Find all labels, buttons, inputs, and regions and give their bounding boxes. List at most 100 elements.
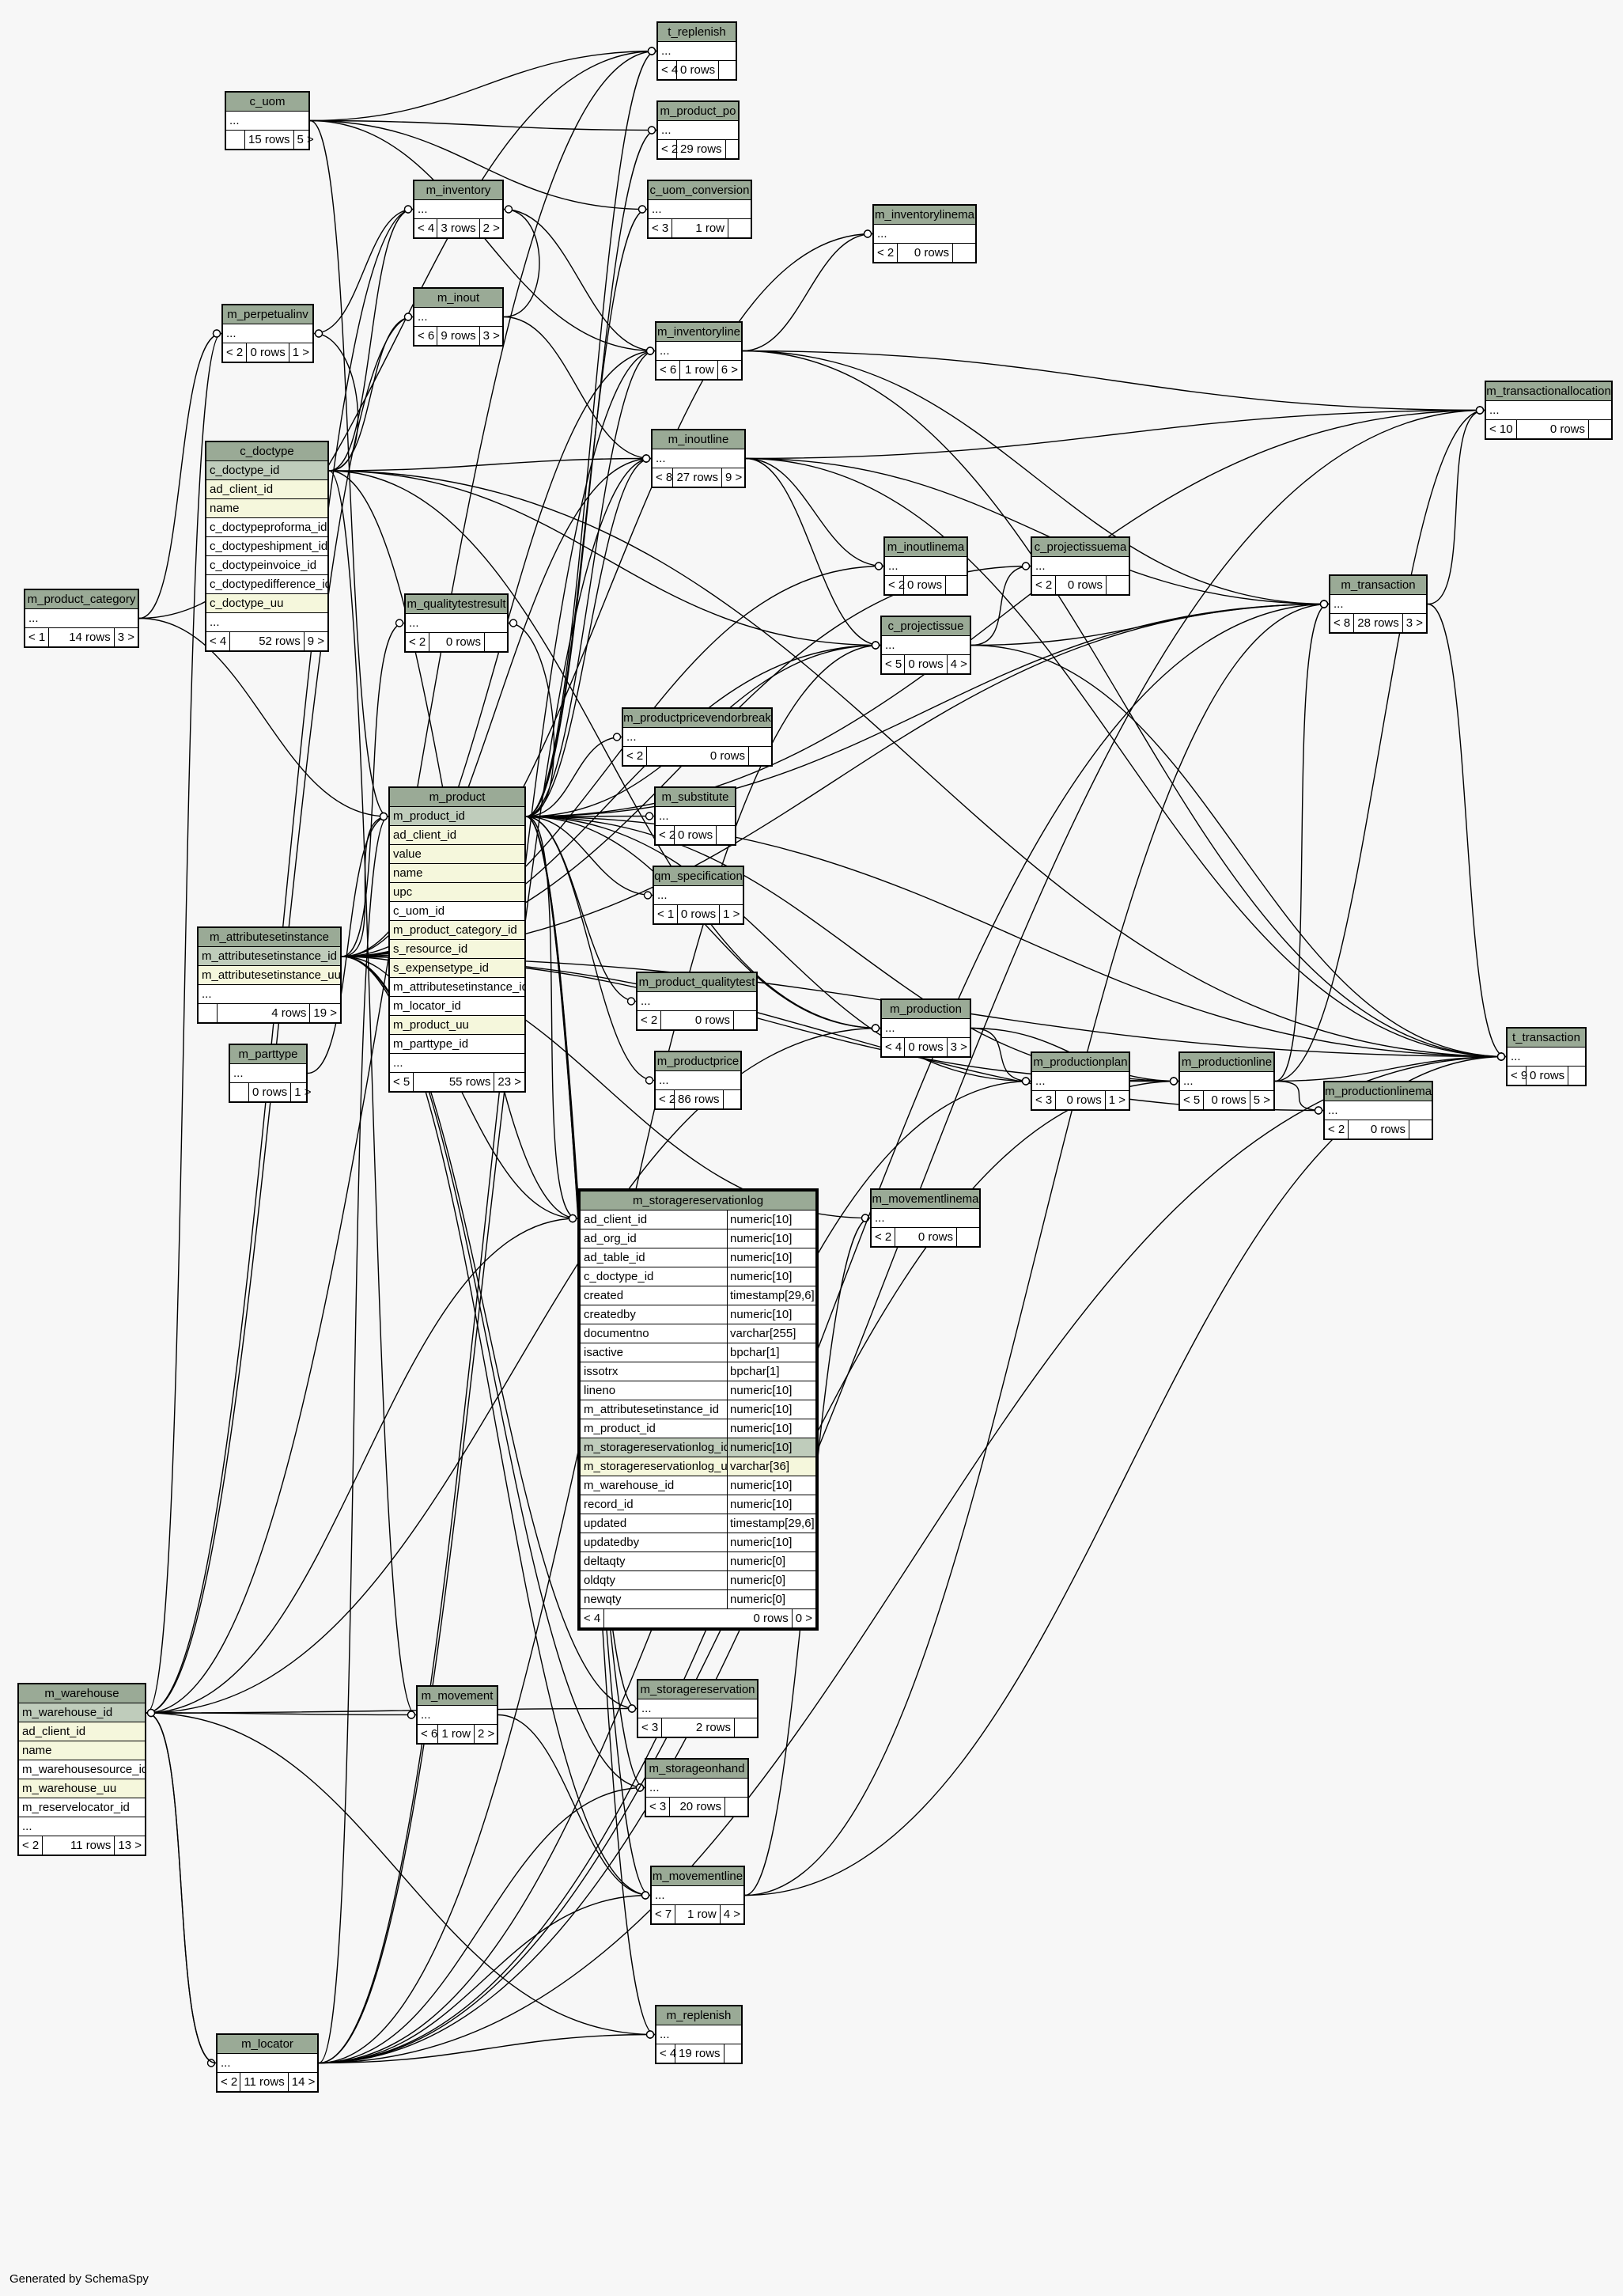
children-count[interactable]	[735, 1718, 757, 1737]
table-header[interactable]: m_product	[390, 788, 524, 807]
table-header[interactable]: c_uom	[226, 93, 308, 112]
table-header[interactable]: t_replenish	[658, 23, 736, 42]
parents-count[interactable]: < 8	[1330, 614, 1355, 632]
parents-count[interactable]: < 2	[1325, 1120, 1349, 1139]
table-header[interactable]: qm_specification	[654, 867, 743, 886]
table-header[interactable]: m_inventorylinema	[874, 206, 975, 225]
column-row[interactable]: m_warehousesource_id	[19, 1760, 145, 1779]
table-header[interactable]: m_inoutline	[653, 430, 744, 449]
column-row[interactable]: name	[390, 864, 524, 883]
column-row[interactable]: ...	[654, 886, 743, 905]
column-row[interactable]: m_product_id	[390, 807, 524, 826]
column-row[interactable]: ...	[230, 1064, 306, 1083]
children-count[interactable]: 0 >	[795, 1612, 812, 1625]
children-count[interactable]: 3 >	[1405, 616, 1424, 630]
table-header[interactable]: m_movementline	[652, 1867, 743, 1886]
parents-count[interactable]: < 5	[882, 655, 906, 673]
table-header[interactable]: m_replenish	[656, 2006, 741, 2025]
table-header[interactable]: m_production	[882, 1000, 970, 1019]
children-count[interactable]: 4 >	[723, 1908, 740, 1921]
parents-count[interactable]: < 2	[637, 1011, 662, 1029]
parents-count[interactable]: < 5	[1180, 1091, 1205, 1109]
parents-count[interactable]: < 7	[652, 1905, 676, 1923]
column-row[interactable]: m_product_category_id	[390, 921, 524, 940]
parents-count[interactable]: < 2	[656, 826, 675, 844]
column-row[interactable]: ...	[638, 1699, 757, 1718]
parents-count[interactable]: < 1	[654, 905, 678, 923]
column-row[interactable]: ...	[218, 2054, 317, 2073]
parents-count[interactable]: < 10	[1486, 420, 1517, 438]
children-count[interactable]	[1589, 420, 1611, 438]
children-count[interactable]: 3 >	[482, 329, 500, 343]
table-header[interactable]: m_transaction	[1330, 576, 1426, 595]
column-row[interactable]: m_product_uu	[390, 1016, 524, 1035]
parents-count[interactable]: < 9	[1508, 1067, 1527, 1085]
table-header[interactable]: m_storageonhand	[646, 1760, 747, 1779]
column-row[interactable]: m_attributesetinstance_id	[199, 947, 340, 966]
children-count[interactable]: 5 >	[1253, 1093, 1270, 1107]
parents-count[interactable]	[226, 131, 245, 149]
column-row[interactable]: ...	[418, 1706, 497, 1725]
column-row[interactable]: m_locator_id	[390, 997, 524, 1016]
table-header[interactable]: m_qualitytestresult	[406, 595, 507, 614]
parents-count[interactable]: < 6	[414, 327, 438, 345]
column-row[interactable]: ad_client_id	[206, 480, 327, 499]
children-count[interactable]: 2 >	[482, 222, 500, 235]
column-row[interactable]: ...	[885, 557, 967, 576]
children-count[interactable]	[946, 576, 968, 594]
column-row[interactable]: ...	[872, 1209, 979, 1228]
children-count[interactable]	[1409, 1120, 1432, 1139]
parents-count[interactable]: < 2	[223, 343, 248, 362]
column-row[interactable]: ...	[1330, 595, 1426, 614]
column-row[interactable]: ...	[652, 1886, 743, 1905]
table-header[interactable]: m_productpricevendorbreak	[623, 709, 771, 728]
children-count[interactable]	[485, 633, 507, 651]
children-count[interactable]: 14 >	[291, 2075, 316, 2089]
children-count[interactable]: 1 >	[294, 1085, 312, 1099]
children-count[interactable]: 9 >	[307, 635, 324, 648]
table-header[interactable]: m_inout	[414, 289, 502, 308]
table-header[interactable]: c_projectissue	[882, 617, 970, 636]
column-row[interactable]: ...	[653, 449, 744, 468]
parents-count[interactable]: < 2	[658, 140, 678, 158]
parents-count[interactable]: < 4	[206, 632, 231, 650]
column-row[interactable]: ...	[1032, 557, 1129, 576]
children-count[interactable]	[724, 2044, 747, 2063]
table-header[interactable]: m_substitute	[656, 788, 735, 807]
table-header[interactable]: c_doctype	[206, 442, 327, 461]
column-row[interactable]: ...	[882, 1019, 970, 1038]
table-header[interactable]: m_inoutlinema	[885, 538, 967, 557]
table-header[interactable]: c_projectissuema	[1032, 538, 1129, 557]
parents-count[interactable]: < 3	[638, 1718, 663, 1737]
table-header[interactable]: m_productprice	[656, 1052, 740, 1071]
column-row[interactable]: ...	[649, 200, 751, 219]
children-count[interactable]: 13 >	[118, 1839, 142, 1852]
column-row[interactable]: ...	[874, 225, 975, 244]
column-row[interactable]: ad_client_id	[390, 826, 524, 845]
column-row[interactable]: ...	[25, 609, 138, 628]
column-row[interactable]: ...	[1180, 1072, 1273, 1091]
parents-count[interactable]: < 2	[1032, 576, 1057, 594]
parents-count[interactable]: < 5	[390, 1073, 414, 1091]
children-count[interactable]: 5 >	[297, 133, 314, 146]
parents-count[interactable]: < 3	[649, 219, 673, 237]
